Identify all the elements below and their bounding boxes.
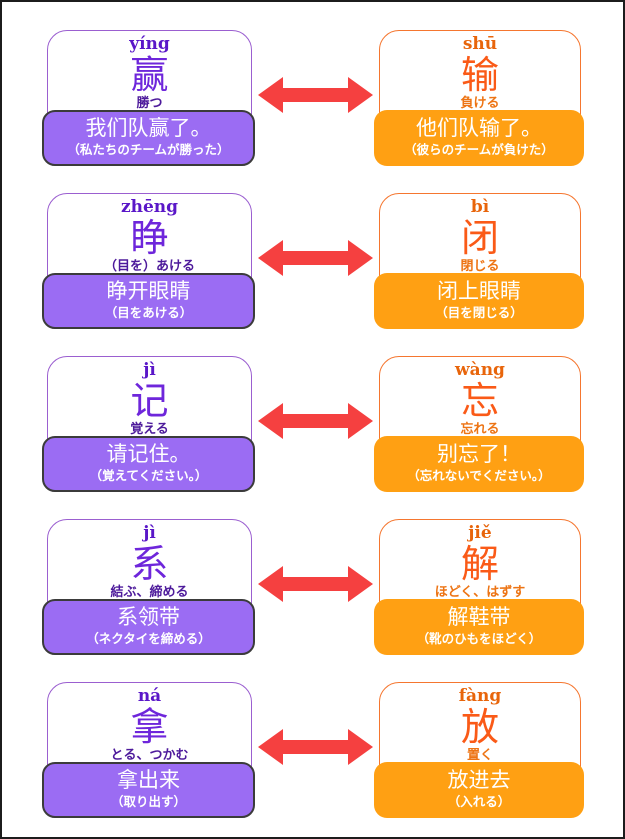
arrow-zone: [252, 30, 379, 114]
hanzi-character: 闭: [460, 216, 499, 260]
example-translation: （覚えてください。）: [89, 468, 208, 483]
example-sentence: 睁开眼睛: [106, 279, 191, 303]
example-sentence: 闭上眼睛: [437, 279, 521, 303]
example-sentence: 放进去: [447, 768, 511, 792]
pinyin-label: fàng: [458, 686, 502, 706]
double-arrow-icon: [258, 240, 373, 276]
japanese-gloss: 勝つ: [136, 96, 163, 111]
antonym-pair-row: jì 记 覚える 请记住。 （覚えてください。） wàng 忘 忘れる 别忘了！…: [42, 356, 623, 492]
japanese-gloss: （目を）あける: [103, 259, 195, 274]
japanese-gloss: 覚える: [130, 422, 169, 437]
pinyin-label: jì: [143, 360, 156, 380]
pinyin-label: wàng: [455, 360, 505, 380]
hanzi-character: 输: [460, 53, 499, 97]
pinyin-label: bì: [470, 197, 490, 217]
example-box: 放进去 （入れる）: [374, 762, 584, 818]
pinyin-label: jì: [143, 523, 156, 543]
pinyin-label: zhēng: [120, 197, 179, 217]
example-box: 解鞋带 （靴のひもをほどく）: [374, 599, 584, 655]
double-arrow-icon: [258, 77, 373, 113]
hanzi-character: 赢: [130, 53, 169, 97]
flashcard-right: fàng 放 置く 放进去 （入れる）: [374, 682, 584, 818]
japanese-gloss: 負ける: [460, 96, 500, 111]
example-translation: （ネクタイを締める）: [86, 631, 211, 646]
example-translation: （忘れないでください。）: [407, 468, 551, 483]
hanzi-character: 忘: [460, 379, 499, 423]
example-box: 睁开眼睛 （目をあける）: [42, 273, 255, 329]
flashcard-right: shū 输 負ける 他们队输了。 （彼らのチームが負けた）: [374, 30, 584, 166]
example-translation: （目を閉じる）: [435, 305, 523, 320]
example-sentence: 他们队输了。: [416, 116, 542, 140]
flashcard-sheet: yíng 赢 勝つ 我们队赢了。 （私たちのチームが勝った） shū 输 負ける…: [2, 2, 623, 818]
hanzi-character: 拿: [130, 705, 169, 749]
example-box: 系领带 （ネクタイを締める）: [42, 599, 255, 655]
hanzi-character: 记: [130, 379, 169, 423]
flashcard-left: yíng 赢 勝つ 我们队赢了。 （私たちのチームが勝った）: [42, 30, 255, 166]
flashcard-right: jiě 解 ほどく、はずす 解鞋带 （靴のひもをほどく）: [374, 519, 584, 655]
antonym-pair-row: ná 拿 とる、つかむ 拿出来 （取り出す） fàng 放 置く 放进去 （入れ…: [42, 682, 623, 818]
example-translation: （彼らのチームが負けた）: [404, 142, 554, 157]
example-box: 别忘了！ （忘れないでください。）: [374, 436, 584, 492]
hanzi-character: 放: [460, 705, 499, 749]
flashcard-right: bì 闭 閉じる 闭上眼睛 （目を閉じる）: [374, 193, 584, 329]
example-sentence: 我们队赢了。: [85, 116, 212, 140]
pinyin-label: shū: [462, 34, 498, 54]
double-arrow-icon: [258, 729, 373, 765]
arrow-zone: [252, 519, 379, 603]
antonym-pair-row: zhēng 睁 （目を）あける 睁开眼睛 （目をあける） bì 闭 閉じる 闭上…: [42, 193, 623, 329]
flashcard-left: jì 记 覚える 请记住。 （覚えてください。）: [42, 356, 255, 492]
pinyin-label: jiě: [468, 523, 492, 543]
example-translation: （靴のひもをほどく）: [416, 631, 542, 646]
pinyin-label: yíng: [129, 34, 170, 54]
example-sentence: 请记住。: [106, 442, 191, 466]
example-box: 闭上眼睛 （目を閉じる）: [374, 273, 584, 329]
japanese-gloss: ほどく、はずす: [434, 585, 526, 600]
antonym-pair-row: jì 系 結ぶ、締める 系领带 （ネクタイを締める） jiě 解 ほどく、はずす…: [42, 519, 623, 655]
flashcard-left: zhēng 睁 （目を）あける 睁开眼睛 （目をあける）: [42, 193, 255, 329]
example-box: 请记住。 （覚えてください。）: [42, 436, 255, 492]
japanese-gloss: 結ぶ、締める: [110, 585, 189, 600]
antonym-pair-row: yíng 赢 勝つ 我们队赢了。 （私たちのチームが勝った） shū 输 負ける…: [42, 30, 623, 166]
japanese-gloss: 忘れる: [460, 422, 500, 437]
arrow-zone: [252, 193, 379, 277]
flashcard-left: jì 系 結ぶ、締める 系领带 （ネクタイを締める）: [42, 519, 255, 655]
example-translation: （取り出す）: [110, 794, 186, 809]
example-sentence: 解鞋带: [447, 605, 511, 629]
arrow-zone: [252, 682, 379, 766]
example-translation: （目をあける）: [104, 305, 193, 320]
flashcard-left: ná 拿 とる、つかむ 拿出来 （取り出す）: [42, 682, 255, 818]
japanese-gloss: とる、つかむ: [110, 748, 189, 763]
hanzi-character: 系: [130, 542, 169, 586]
hanzi-character: 睁: [130, 216, 169, 260]
example-sentence: 系领带: [117, 605, 180, 629]
example-box: 我们队赢了。 （私たちのチームが勝った）: [42, 110, 255, 166]
japanese-gloss: 置く: [466, 748, 493, 763]
double-arrow-icon: [258, 403, 373, 439]
example-box: 拿出来 （取り出す）: [42, 762, 255, 818]
example-sentence: 别忘了！: [437, 442, 521, 466]
example-translation: （私たちのチームが勝った）: [67, 142, 230, 157]
hanzi-character: 解: [460, 542, 499, 586]
pinyin-label: ná: [137, 686, 162, 706]
flashcard-right: wàng 忘 忘れる 别忘了！ （忘れないでください。）: [374, 356, 584, 492]
arrow-zone: [252, 356, 379, 440]
example-translation: （入れる）: [447, 794, 511, 809]
japanese-gloss: 閉じる: [460, 259, 500, 274]
example-sentence: 拿出来: [117, 768, 180, 792]
double-arrow-icon: [258, 566, 373, 602]
example-box: 他们队输了。 （彼らのチームが負けた）: [374, 110, 584, 166]
